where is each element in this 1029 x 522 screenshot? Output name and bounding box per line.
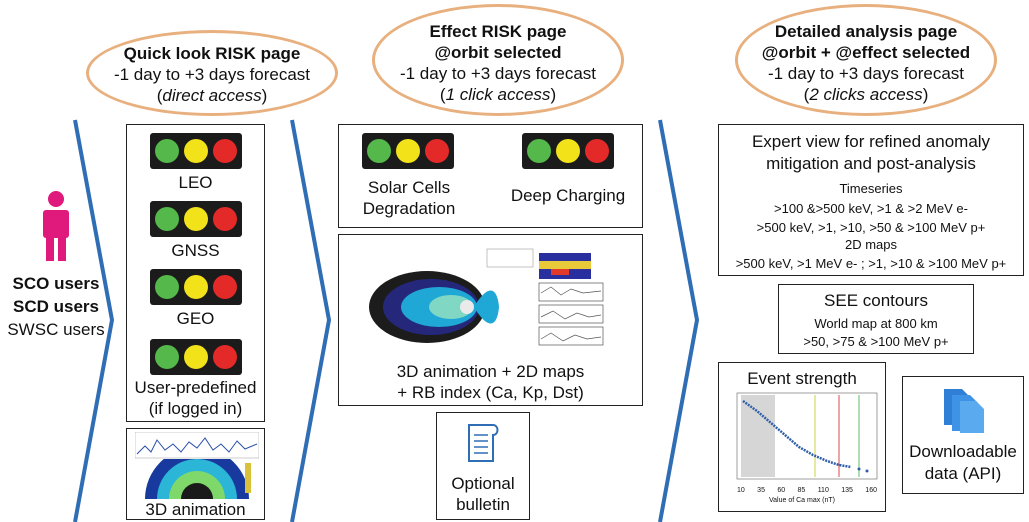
logged-in-label: (if logged in) [148,399,243,418]
event-strength-panel[interactable]: Event strength 10 35 60 85 110 135 160 V… [718,362,886,512]
oval-title: Effect RISK page [429,22,567,41]
chevron-arrow-3 [658,119,700,522]
traffic-light-gnss[interactable] [150,201,242,237]
document-icon [468,424,499,462]
scd-users: SCD users [13,297,99,316]
deep-charging-label: Deep Charging [510,186,626,205]
oval-forecast: -1 day to +3 days forecast [399,64,597,83]
radiation-belt-thumbnail [369,248,604,346]
timeseries-heading: Timeseries [839,181,903,196]
traffic-light-solar-cells[interactable] [362,133,454,169]
expert-panel: Expert view for refined anomaly mitigati… [718,124,1024,276]
traffic-light-geo[interactable] [150,269,242,305]
user-predefined-label: User-predefined [134,378,257,397]
oval-forecast: -1 day to +3 days forecast [113,65,311,84]
gnss-label: GNSS [171,241,220,260]
x-tick: 60 [777,487,786,494]
download-label-2: data (API) [924,464,1002,483]
sco-users: SCO users [12,274,100,293]
x-tick: 135 [841,487,853,494]
event-x-ticks: 10 35 60 85 110 135 160 [737,487,877,494]
timeseries-protons: >500 keV, >1, >10, >50 & >100 MeV p+ [756,220,986,235]
x-tick: 160 [865,487,877,494]
see-thresholds: >50, >75 & >100 MeV p+ [803,334,949,349]
event-strength-title: Event strength [747,369,857,388]
animation-panel-1[interactable]: 3D animation [126,428,265,520]
orbit-sector-thumbnail [145,459,251,499]
solar-cells-label: Solar Cells Degradation [362,178,456,218]
swsc-users: SWSC users [7,320,105,339]
oval-title-2: @orbit + @effect selected [761,43,971,62]
user-list: SCO users SCD users SWSC users [2,272,110,341]
oval-access: (direct access) [156,86,268,105]
oval-forecast: -1 day to +3 days forecast [767,64,965,83]
geo-label: GEO [176,309,215,328]
traffic-light-leo[interactable] [150,133,242,169]
download-panel[interactable]: Downloadable data (API) [902,376,1024,494]
maps-values: >500 keV, >1 MeV e- ; >1, >10 & >100 MeV… [735,256,1007,271]
event-x-label: Value of Ca max (nT) [768,497,835,504]
leo-label: LEO [178,173,213,192]
x-tick: 85 [797,487,806,494]
user-icon [43,191,69,261]
expert-title-1: Expert view for refined anomaly [751,132,991,151]
traffic-light-user[interactable] [150,339,242,375]
bulletin-panel[interactable]: Optional bulletin [436,412,530,520]
timeseries-thumbnail [135,432,259,459]
animation-label-1: 3D animation [145,500,246,519]
effect-risk-oval: Effect RISK page @orbit selected -1 day … [372,4,624,116]
timeseries-electrons: >100 &>500 keV, >1 & >2 MeV e- [774,201,968,216]
effect-panel: Solar Cells Degradation Deep Charging [338,124,643,228]
see-title: SEE contours [824,291,928,310]
chevron-arrow-1 [73,119,115,522]
oval-title: Detailed analysis page [774,22,958,41]
x-tick: 35 [757,487,765,494]
animation-label-2-line1: 3D animation + 2D maps [396,362,585,381]
oval-title-2: @orbit selected [434,43,562,62]
oval-access: (1 click access) [439,85,557,104]
traffic-light-deep-charging[interactable] [522,133,614,169]
quick-look-panel: LEO GNSS GEO User-predefined (if logged … [126,124,265,422]
x-tick: 10 [737,487,745,494]
documents-icon [944,389,984,433]
download-label-1: Downloadable [909,442,1017,461]
detailed-analysis-oval: Detailed analysis page @orbit + @effect … [735,4,997,116]
x-tick: 110 [817,487,829,494]
see-worldmap: World map at 800 km [814,316,938,331]
chevron-arrow-2 [290,119,332,522]
quick-look-oval: Quick look RISK page -1 day to +3 days f… [86,30,338,116]
event-strength-thumbnail [736,392,878,480]
oval-access: (2 clicks access) [803,85,929,104]
see-panel: SEE contours World map at 800 km >50, >7… [778,284,974,354]
bulletin-label: Optional bulletin [451,474,515,514]
maps-heading: 2D maps [844,237,898,252]
animation-label-2-line2: + RB index (Ca, Kp, Dst) [397,383,584,402]
animation-panel-2[interactable]: 3D animation + 2D maps + RB index (Ca, K… [338,234,643,406]
oval-title: Quick look RISK page [123,44,301,63]
expert-title-2: mitigation and post-analysis [766,154,976,173]
